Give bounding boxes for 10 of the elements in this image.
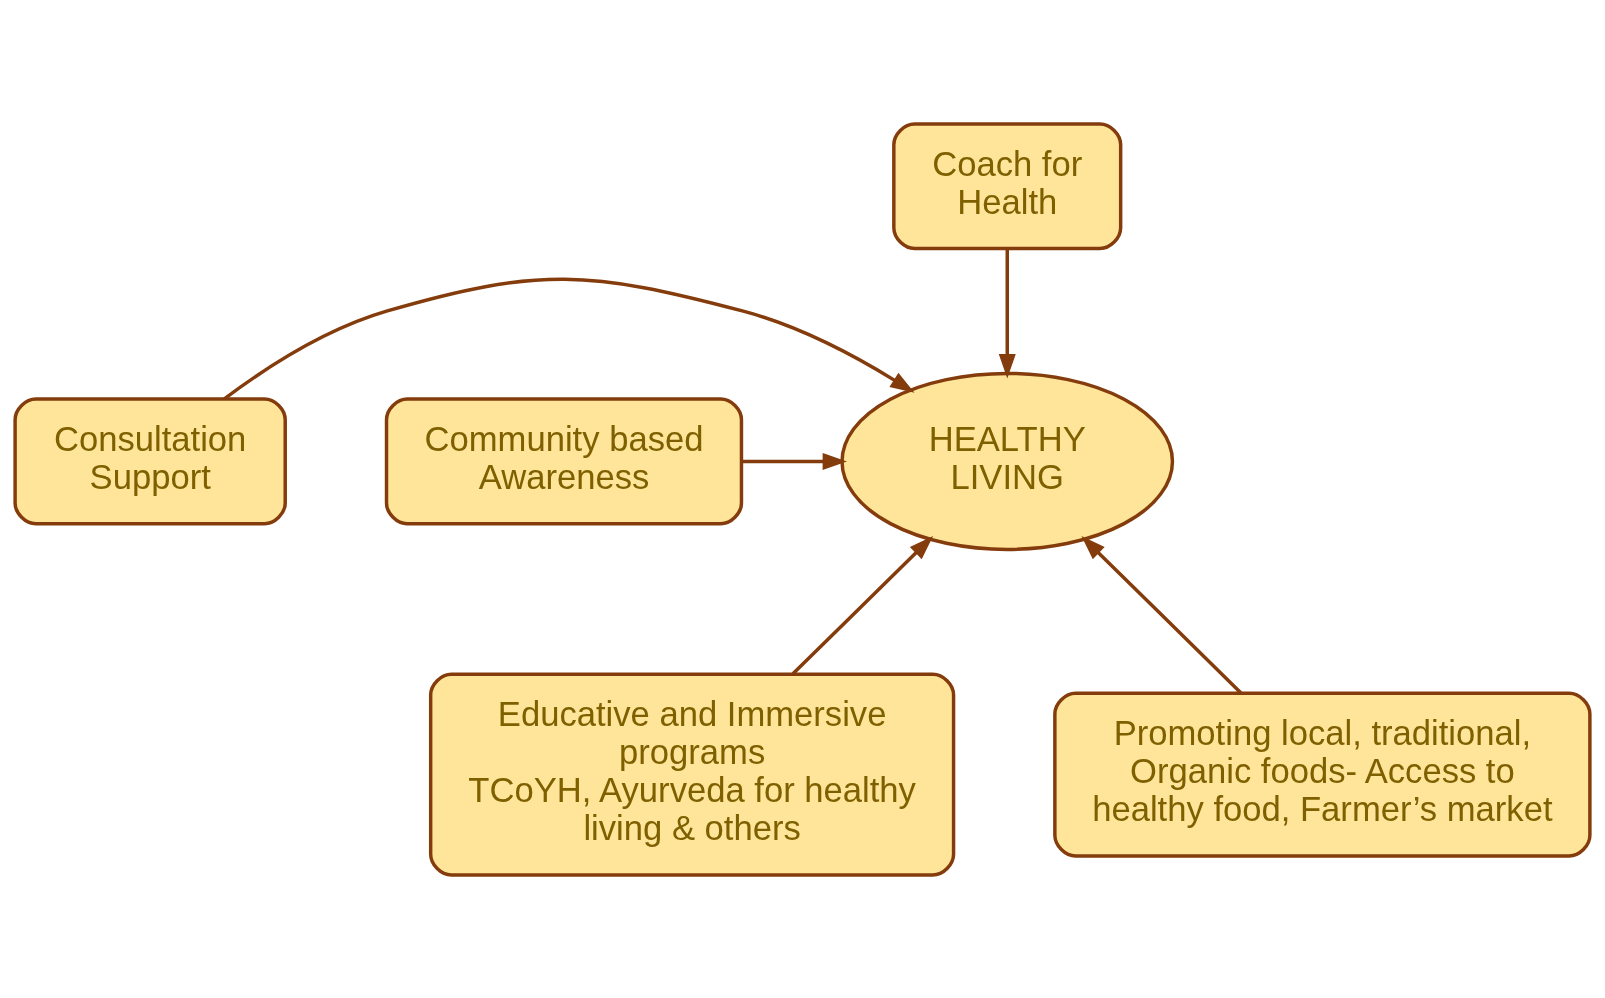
arrow	[223, 277, 915, 400]
arrow	[998, 248, 1016, 378]
arrow	[791, 535, 934, 675]
arrow	[1081, 535, 1243, 694]
arrow	[742, 452, 847, 470]
node-box: Consultation Support	[13, 396, 287, 525]
node-box: Educative and Immersive programs TCoYH, Ayurveda for healthy living & others	[428, 672, 956, 877]
node-box: Community based Awareness	[384, 396, 744, 525]
node-box: Coach for Health	[892, 121, 1123, 250]
node-box: Promoting local, traditional, Organic foods- Access to healthy food, Farmer’s market	[1053, 691, 1592, 858]
